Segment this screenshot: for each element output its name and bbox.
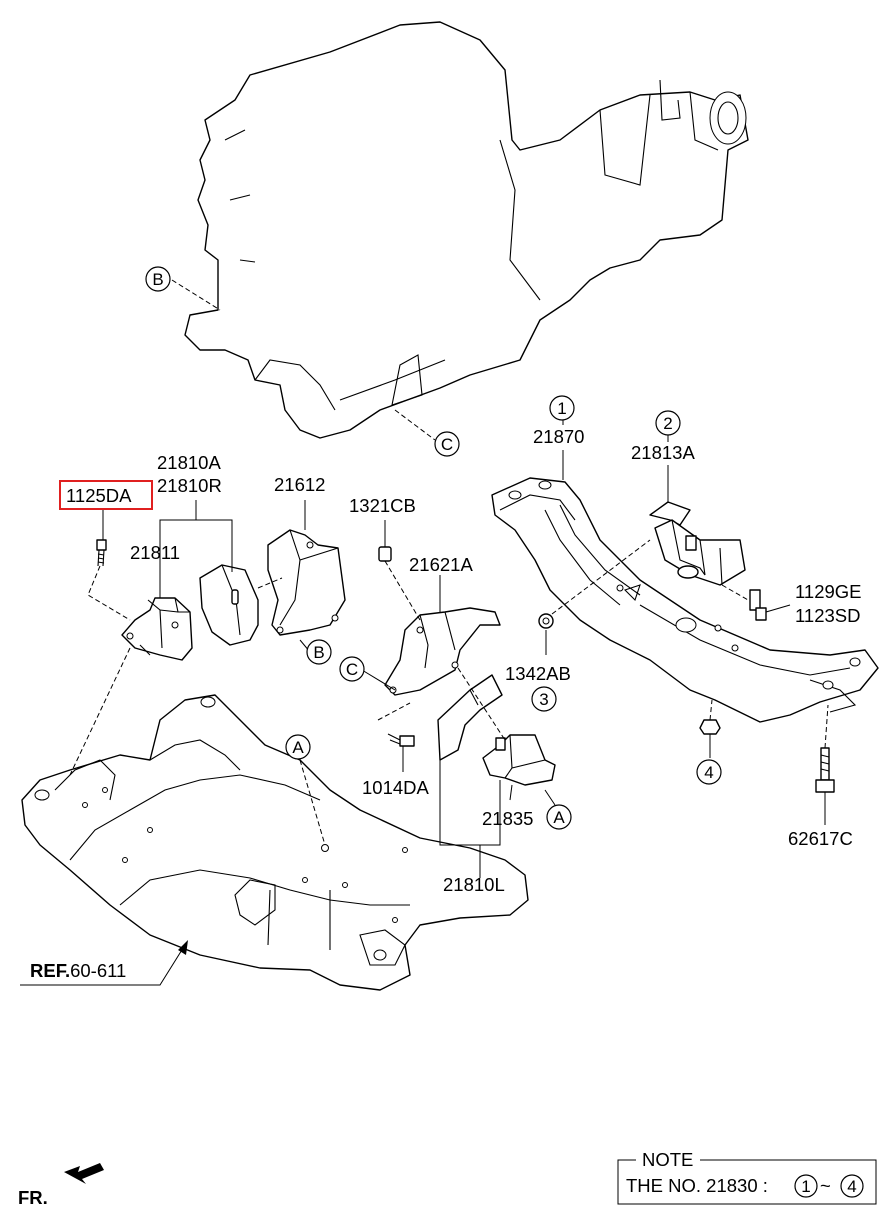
bolt-1321CB xyxy=(378,546,392,562)
front-subframe xyxy=(21,694,529,991)
label-1123SD[interactable]: 1123SD xyxy=(795,605,860,626)
label-21810R[interactable]: 21810R xyxy=(157,475,222,496)
label-1014DA[interactable]: 1014DA xyxy=(362,777,430,798)
leader-lines xyxy=(20,279,829,986)
callout-number-3: 3 xyxy=(531,686,557,712)
label-21811[interactable]: 21811 xyxy=(130,542,180,563)
svg-text:A: A xyxy=(292,738,304,757)
nut-4 xyxy=(699,719,721,735)
svg-text:B: B xyxy=(152,270,163,289)
callout-a-mount: A xyxy=(546,804,572,830)
svg-text:C: C xyxy=(346,660,358,679)
insulator-21810L xyxy=(437,674,503,761)
mount-21835 xyxy=(482,734,556,786)
nut-1342AB xyxy=(538,613,554,629)
svg-text:C: C xyxy=(441,435,453,454)
note-to: 4 xyxy=(847,1177,856,1196)
svg-text:1: 1 xyxy=(557,399,566,418)
svg-text:4: 4 xyxy=(704,763,713,782)
label-21810A[interactable]: 21810A xyxy=(157,452,221,473)
bolt-1014DA xyxy=(387,733,415,747)
callout-number-4: 4 xyxy=(696,759,722,785)
note-text: THE NO. 21830 : xyxy=(626,1175,768,1196)
engine-mount-21811 xyxy=(121,597,193,661)
label-1129GE[interactable]: 1129GE xyxy=(795,581,862,602)
svg-text:3: 3 xyxy=(539,690,548,709)
callout-c-lower: C xyxy=(339,656,365,682)
ref-prefix: REF. xyxy=(30,960,70,981)
callout-number-1: 1 xyxy=(549,395,575,421)
label-21612[interactable]: 21612 xyxy=(274,474,325,495)
callout-b-lower: B xyxy=(306,639,332,665)
label-1342AB[interactable]: 1342AB xyxy=(505,663,571,684)
label-1125DA[interactable]: 1125DA xyxy=(66,485,132,506)
ref-label[interactable]: REF.60-611 xyxy=(30,960,126,981)
svg-text:2: 2 xyxy=(663,414,672,433)
label-21810L[interactable]: 21810L xyxy=(443,874,505,895)
mount-21813A xyxy=(649,501,746,586)
note-title: NOTE xyxy=(642,1149,693,1170)
callout-number-2: 2 xyxy=(655,410,681,436)
front-label: FR. xyxy=(18,1187,48,1208)
bolt-1125DA xyxy=(96,539,107,567)
label-21813A[interactable]: 21813A xyxy=(631,442,695,463)
bolt-62617C xyxy=(815,747,835,793)
label-21621A[interactable]: 21621A xyxy=(409,554,473,575)
highlight-box-1125DA xyxy=(59,480,153,510)
bracket-21612 xyxy=(267,529,346,636)
engine-transmission-outline xyxy=(184,21,749,439)
callout-b-upper: B xyxy=(145,266,171,292)
transmission-crossmember xyxy=(491,477,879,723)
label-21870[interactable]: 21870 xyxy=(533,426,584,447)
note-box: NOTE THE NO. 21830 : 1 ~ 4 xyxy=(617,1149,877,1205)
ref-number: 60-611 xyxy=(70,960,126,981)
callout-c-upper: C xyxy=(434,431,460,457)
front-direction-arrow-icon xyxy=(64,1163,104,1184)
label-1321CB[interactable]: 1321CB xyxy=(349,495,416,516)
note-sep: ~ xyxy=(820,1175,831,1196)
svg-text:A: A xyxy=(553,808,565,827)
bracket-21621A xyxy=(384,607,501,696)
svg-text:B: B xyxy=(313,643,324,662)
callout-a-subframe: A xyxy=(285,734,311,760)
insulator-21810R xyxy=(199,564,259,646)
note-from: 1 xyxy=(801,1177,810,1196)
bolt-1129GE xyxy=(749,589,767,621)
label-21835[interactable]: 21835 xyxy=(482,808,533,829)
label-62617C[interactable]: 62617C xyxy=(788,828,853,849)
